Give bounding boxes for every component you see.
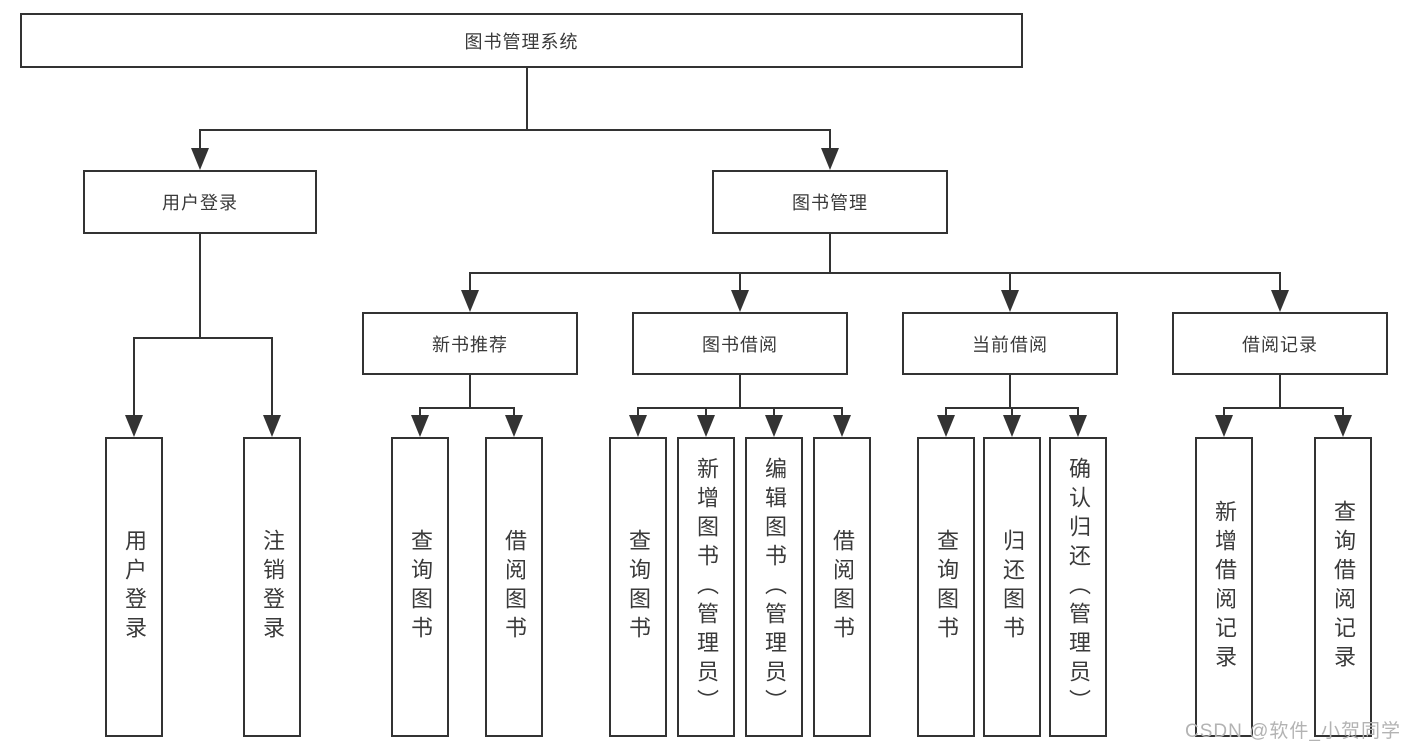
- connector: [1342, 407, 1344, 415]
- connector: [133, 337, 135, 415]
- arrow-down-icon: [191, 148, 209, 170]
- node-book-borrow: 图书借阅: [632, 312, 848, 375]
- node-leaf-cb-return-books: 归还图书: [983, 437, 1041, 737]
- arrow-down-icon: [629, 415, 647, 437]
- connector: [637, 407, 843, 409]
- leaf-label: 注销登录: [260, 529, 285, 645]
- arrow-down-icon: [1271, 290, 1289, 312]
- node-book-mgmt: 图书管理: [712, 170, 948, 234]
- node-leaf-cb-confirm-return-admin: 确认归还（管理员）: [1049, 437, 1107, 737]
- connector: [1223, 407, 1344, 409]
- connector: [1009, 375, 1011, 407]
- node-leaf-cb-query-books: 查询图书: [917, 437, 975, 737]
- connector: [945, 407, 947, 415]
- connector: [1077, 407, 1079, 415]
- node-leaf-br-add-record: 新增借阅记录: [1195, 437, 1253, 737]
- arrow-down-icon: [937, 415, 955, 437]
- node-root-label: 图书管理系统: [464, 31, 579, 52]
- connector: [739, 375, 741, 407]
- leaf-label: 查询图书: [408, 529, 433, 645]
- arrow-down-icon: [821, 148, 839, 170]
- connector: [829, 129, 831, 149]
- connector: [199, 129, 831, 131]
- arrow-down-icon: [461, 290, 479, 312]
- arrow-down-icon: [263, 415, 281, 437]
- arrow-down-icon: [505, 415, 523, 437]
- leaf-label: 查询图书: [934, 529, 959, 645]
- connector: [739, 272, 741, 290]
- arrow-down-icon: [833, 415, 851, 437]
- connector: [1279, 375, 1281, 407]
- connector: [1279, 272, 1281, 290]
- arrow-down-icon: [765, 415, 783, 437]
- node-user-login-label: 用户登录: [162, 193, 238, 213]
- connector: [133, 337, 273, 339]
- node-leaf-br-query-record: 查询借阅记录: [1314, 437, 1372, 737]
- node-leaf-bb-add-books-admin: 新增图书（管理员）: [677, 437, 735, 737]
- arrow-down-icon: [125, 415, 143, 437]
- connector: [419, 407, 421, 415]
- connector: [469, 375, 471, 407]
- connector: [1011, 407, 1013, 415]
- node-book-borrow-label: 图书借阅: [702, 334, 778, 355]
- node-leaf-bb-borrow-books: 借阅图书: [813, 437, 871, 737]
- node-new-book-rec: 新书推荐: [362, 312, 578, 375]
- node-leaf-user-login: 用户登录: [105, 437, 163, 737]
- leaf-label: 确认归还（管理员）: [1066, 456, 1091, 718]
- node-current-borrow-label: 当前借阅: [972, 334, 1048, 355]
- node-borrow-records: 借阅记录: [1172, 312, 1388, 375]
- connector: [469, 272, 471, 290]
- leaf-label: 新增图书（管理员）: [694, 456, 719, 718]
- leaf-label: 用户登录: [122, 529, 147, 645]
- leaf-label: 借阅图书: [830, 529, 855, 645]
- arrow-down-icon: [731, 290, 749, 312]
- arrow-down-icon: [411, 415, 429, 437]
- node-borrow-records-label: 借阅记录: [1242, 334, 1318, 355]
- connector: [773, 407, 775, 415]
- node-new-book-rec-label: 新书推荐: [432, 334, 508, 355]
- connector: [419, 407, 515, 409]
- leaf-label: 编辑图书（管理员）: [762, 456, 787, 718]
- node-leaf-bb-edit-books-admin: 编辑图书（管理员）: [745, 437, 803, 737]
- connector: [637, 407, 639, 415]
- arrow-down-icon: [1215, 415, 1233, 437]
- arrow-down-icon: [1003, 415, 1021, 437]
- arrow-down-icon: [1334, 415, 1352, 437]
- leaf-label: 新增借阅记录: [1212, 500, 1237, 674]
- node-leaf-nbr-borrow-books: 借阅图书: [485, 437, 543, 737]
- node-leaf-nbr-query-books: 查询图书: [391, 437, 449, 737]
- connector: [199, 234, 201, 337]
- connector: [199, 129, 201, 149]
- connector: [705, 407, 707, 415]
- node-leaf-logout: 注销登录: [243, 437, 301, 737]
- node-leaf-bb-query-books: 查询图书: [609, 437, 667, 737]
- csdn-watermark: CSDN @软件_小贺同学: [1185, 721, 1401, 742]
- connector: [829, 234, 831, 272]
- connector: [1009, 272, 1011, 290]
- node-current-borrow: 当前借阅: [902, 312, 1118, 375]
- node-user-login: 用户登录: [83, 170, 317, 234]
- connector: [271, 337, 273, 415]
- connector: [1223, 407, 1225, 415]
- leaf-label: 查询图书: [626, 529, 651, 645]
- connector: [513, 407, 515, 415]
- arrow-down-icon: [1001, 290, 1019, 312]
- node-book-mgmt-label: 图书管理: [792, 193, 868, 213]
- leaf-label: 借阅图书: [502, 529, 527, 645]
- arrow-down-icon: [1069, 415, 1087, 437]
- node-root: 图书管理系统: [20, 13, 1023, 68]
- leaf-label: 查询借阅记录: [1331, 500, 1356, 674]
- leaf-label: 归还图书: [1000, 529, 1025, 645]
- connector: [469, 272, 1281, 274]
- connector: [841, 407, 843, 415]
- arrow-down-icon: [697, 415, 715, 437]
- connector: [526, 68, 528, 129]
